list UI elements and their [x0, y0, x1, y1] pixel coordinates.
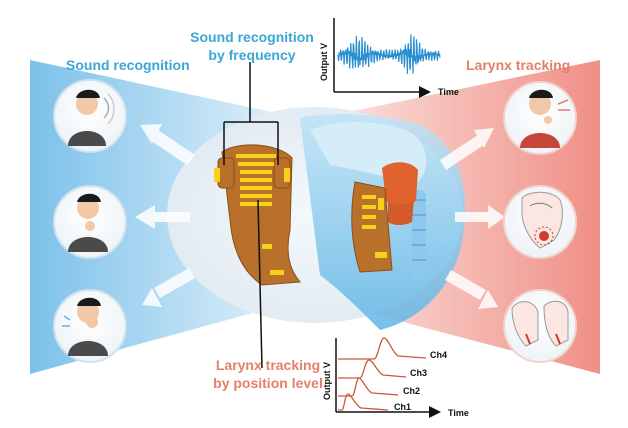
- bracket-lines: [223, 62, 279, 369]
- larynx-tracking-position-line2: by position level: [213, 375, 323, 391]
- larynx-cross-section-icon: [521, 191, 563, 249]
- sensor-patch: [214, 144, 302, 286]
- left-icon-2: [53, 185, 127, 259]
- person-swallowing-icon: [520, 89, 570, 148]
- larynx-tracking-position-line1: Larynx tracking: [215, 357, 321, 373]
- ch4-label: Ch4: [430, 350, 447, 360]
- ch1-label: Ch1: [394, 402, 411, 412]
- bottom-chart-xlabel: Time: [448, 408, 469, 418]
- neck-sensor: [351, 181, 393, 273]
- person-thinking-icon: [68, 193, 108, 252]
- person-coughing-icon: [62, 297, 108, 356]
- bottom-chart-ylabel: Output V: [322, 362, 332, 400]
- top-chart-xlabel: Time: [438, 87, 459, 97]
- right-arrows: [440, 128, 505, 309]
- sound-recognition-frequency-label: Sound recognition by frequency: [184, 28, 320, 64]
- top-chart: Output V Time: [319, 18, 459, 98]
- right-icon-3: [503, 289, 577, 363]
- sound-recognition-title: Sound recognition: [66, 57, 190, 73]
- curve-ch3: [338, 359, 407, 379]
- top-chart-waveform: [337, 34, 441, 74]
- speech-anatomy-icon: [511, 300, 569, 347]
- larynx-tracking-title: Larynx tracking: [466, 57, 571, 73]
- right-icon-1: [503, 81, 577, 155]
- larynx-cartilage: [382, 162, 418, 206]
- bottom-chart: Ch4 Ch3 Ch2 Ch1 Output V Time: [322, 337, 469, 418]
- person-speaking-icon: [68, 89, 115, 146]
- larynx-tracking-position-label: Larynx tracking by position level: [206, 356, 330, 392]
- sound-recognition-frequency-line2: by frequency: [208, 47, 296, 63]
- left-icon-1: [53, 79, 127, 153]
- right-icon-2: [503, 185, 577, 259]
- top-chart-ylabel: Output V: [319, 43, 329, 81]
- curve-ch4: [338, 337, 427, 360]
- curve-ch2: [338, 377, 399, 397]
- sound-recognition-frequency-line1: Sound recognition: [190, 29, 314, 45]
- left-icon-3: [53, 289, 127, 363]
- left-arrows: [135, 124, 195, 307]
- ch2-label: Ch2: [403, 386, 420, 396]
- ch3-label: Ch3: [410, 368, 427, 378]
- curve-ch1: [338, 393, 389, 411]
